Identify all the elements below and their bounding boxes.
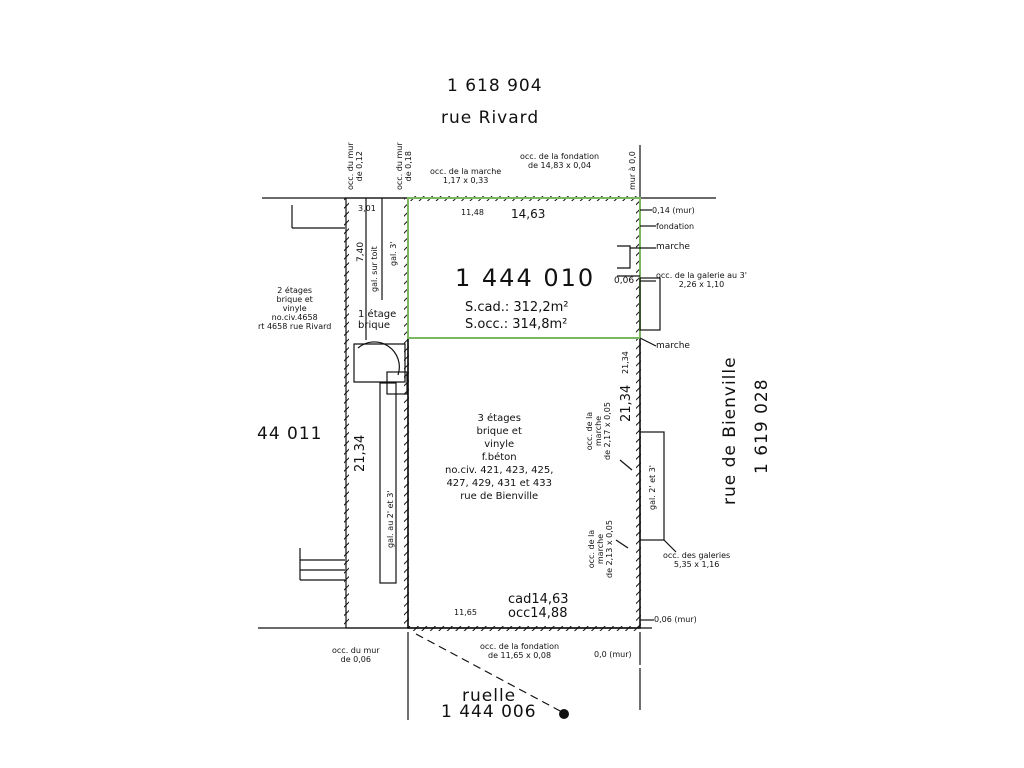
gal-3: gal. 3' bbox=[389, 241, 398, 266]
highlighted-parcel[interactable] bbox=[407, 197, 641, 339]
dim-right-small: 21,34 bbox=[621, 351, 630, 374]
ann-fondation-top: occ. de la fondation de 14,83 x 0,04 bbox=[520, 152, 600, 170]
ann-mur-014: 0,14 (mur) bbox=[652, 206, 695, 215]
ann-mur-00: mur à 0,0 bbox=[628, 151, 637, 190]
ann-marche-1: marche bbox=[656, 242, 690, 252]
gal-toit: gal. sur toit bbox=[370, 246, 379, 292]
dim-bottom-cad: cad14,63 bbox=[508, 592, 569, 607]
lot-north: 1 618 904 bbox=[447, 76, 543, 96]
dim-east-small: 0,06 bbox=[614, 276, 635, 286]
lot-west: 44 011 bbox=[257, 424, 323, 444]
lot-main[interactable]: 1 444 010 bbox=[455, 264, 596, 292]
building-main: 3 étages brique et vinyle f.béton no.civ… bbox=[445, 413, 554, 502]
street-east: rue de Bienville bbox=[720, 356, 740, 505]
lot-east: 1 619 028 bbox=[752, 378, 772, 474]
dim-top-left: 3,01 bbox=[358, 204, 376, 213]
lot-south: 1 444 006 bbox=[441, 702, 537, 722]
building-neighbour: 2 étages brique et vinyle no.civ.4658 rt… bbox=[258, 286, 332, 331]
ann-fondation: fondation bbox=[656, 222, 695, 231]
east-features bbox=[615, 209, 677, 621]
street-north: rue Rivard bbox=[441, 108, 540, 128]
area-occ: S.occ.: 314,8m² bbox=[465, 317, 568, 332]
ann-mur-00-bottom: 0,0 (mur) bbox=[594, 650, 632, 659]
gal-2-3-left: gal. au 2' et 3' bbox=[386, 490, 395, 548]
ann-galeries: occ. des galeries 5,35 x 1,16 bbox=[663, 551, 731, 569]
dim-left-upper: 7,40 bbox=[356, 241, 366, 262]
area-cad: S.cad.: 312,2m² bbox=[465, 300, 569, 315]
gal-2-3-right: gal. 2' et 3' bbox=[648, 464, 657, 510]
ann-mur-018: occ. du mur de 0,18 bbox=[395, 142, 413, 190]
building-one-storey: 1 étage brique bbox=[358, 309, 397, 331]
ann-mur-006-bottom: occ. du mur de 0,06 bbox=[332, 646, 380, 664]
dim-top: 14,63 bbox=[511, 207, 546, 221]
ann-marche-side-2: occ. de la marche de 2,13 x 0,05 bbox=[587, 520, 614, 578]
ann-mur-006-right: 0,06 (mur) bbox=[654, 615, 697, 624]
dim-top-small: 11,48 bbox=[461, 208, 484, 217]
ann-marche-2: marche bbox=[656, 341, 690, 351]
ann-marche-top: occ. de la marche 1,17 x 0,33 bbox=[430, 167, 502, 185]
ann-marche-side-1: occ. de la marche de 2,17 x 0,05 bbox=[585, 402, 612, 460]
dim-right-main: 21,34 bbox=[619, 384, 634, 422]
dim-bottom-occ: occ14,88 bbox=[508, 606, 568, 621]
alley-marker bbox=[415, 633, 569, 719]
street-south: ruelle bbox=[462, 686, 517, 706]
ann-galerie-3: occ. de la galerie au 3' 2,26 x 1,10 bbox=[656, 271, 747, 289]
ann-mur-012: occ. du mur de 0,12 bbox=[346, 142, 364, 190]
ann-fondation-bottom: occ. de la fondation de 11,65 x 0,08 bbox=[480, 642, 560, 660]
dim-bottom-small: 11,65 bbox=[454, 608, 477, 617]
dim-left-main: 21,34 bbox=[353, 434, 368, 472]
